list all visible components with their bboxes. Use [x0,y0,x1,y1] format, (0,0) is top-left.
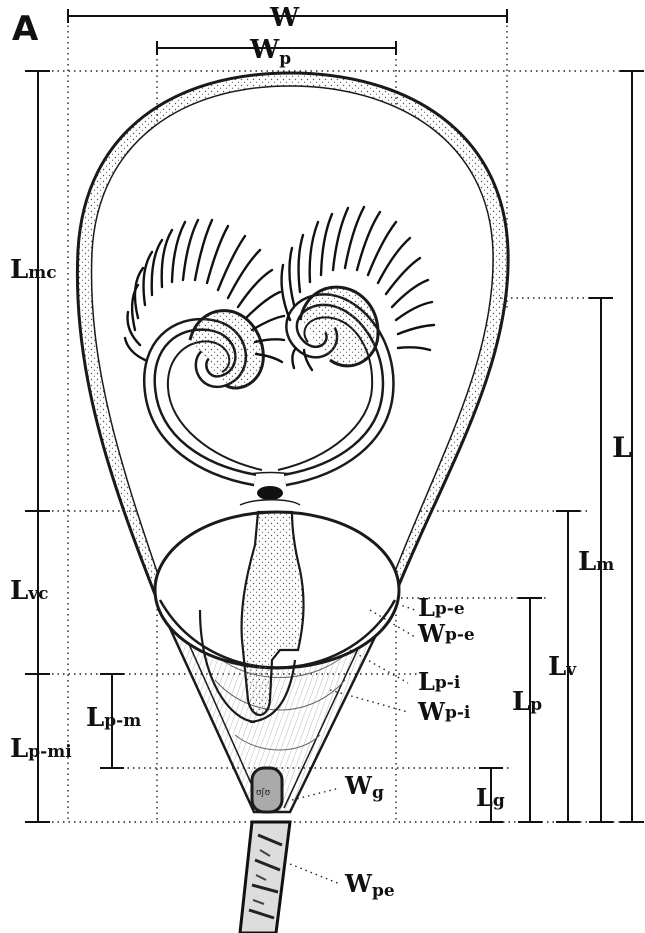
label-Lpmi: Lp-mi [10,734,72,764]
label-W: W [269,3,300,33]
svg-text:ʊʃʊ: ʊʃʊ [256,788,271,798]
specimen-body: ʊʃʊ [77,73,508,933]
label-Wpi: Wp-i [417,697,471,726]
label-Lvc: Lvc [10,576,49,606]
label-Lm: Lm [578,547,614,577]
label-Wpe: Wpe [344,869,395,901]
label-Wg: Wg [344,771,384,803]
label-Lpe: Lp-e [418,593,465,622]
label-Lv: Lv [548,652,577,682]
label-Lg: Lg [476,783,505,812]
label-Wpe-sub: Wp-e [417,619,475,648]
label-Wp: Wp [249,35,291,69]
panel-label: A [12,9,39,49]
label-Lpm: Lp-m [86,703,141,733]
label-Lp: Lp [512,687,542,717]
label-L: L [612,431,632,464]
label-Lpi: Lp-i [418,667,461,696]
label-Lmc: Lmc [10,255,57,285]
